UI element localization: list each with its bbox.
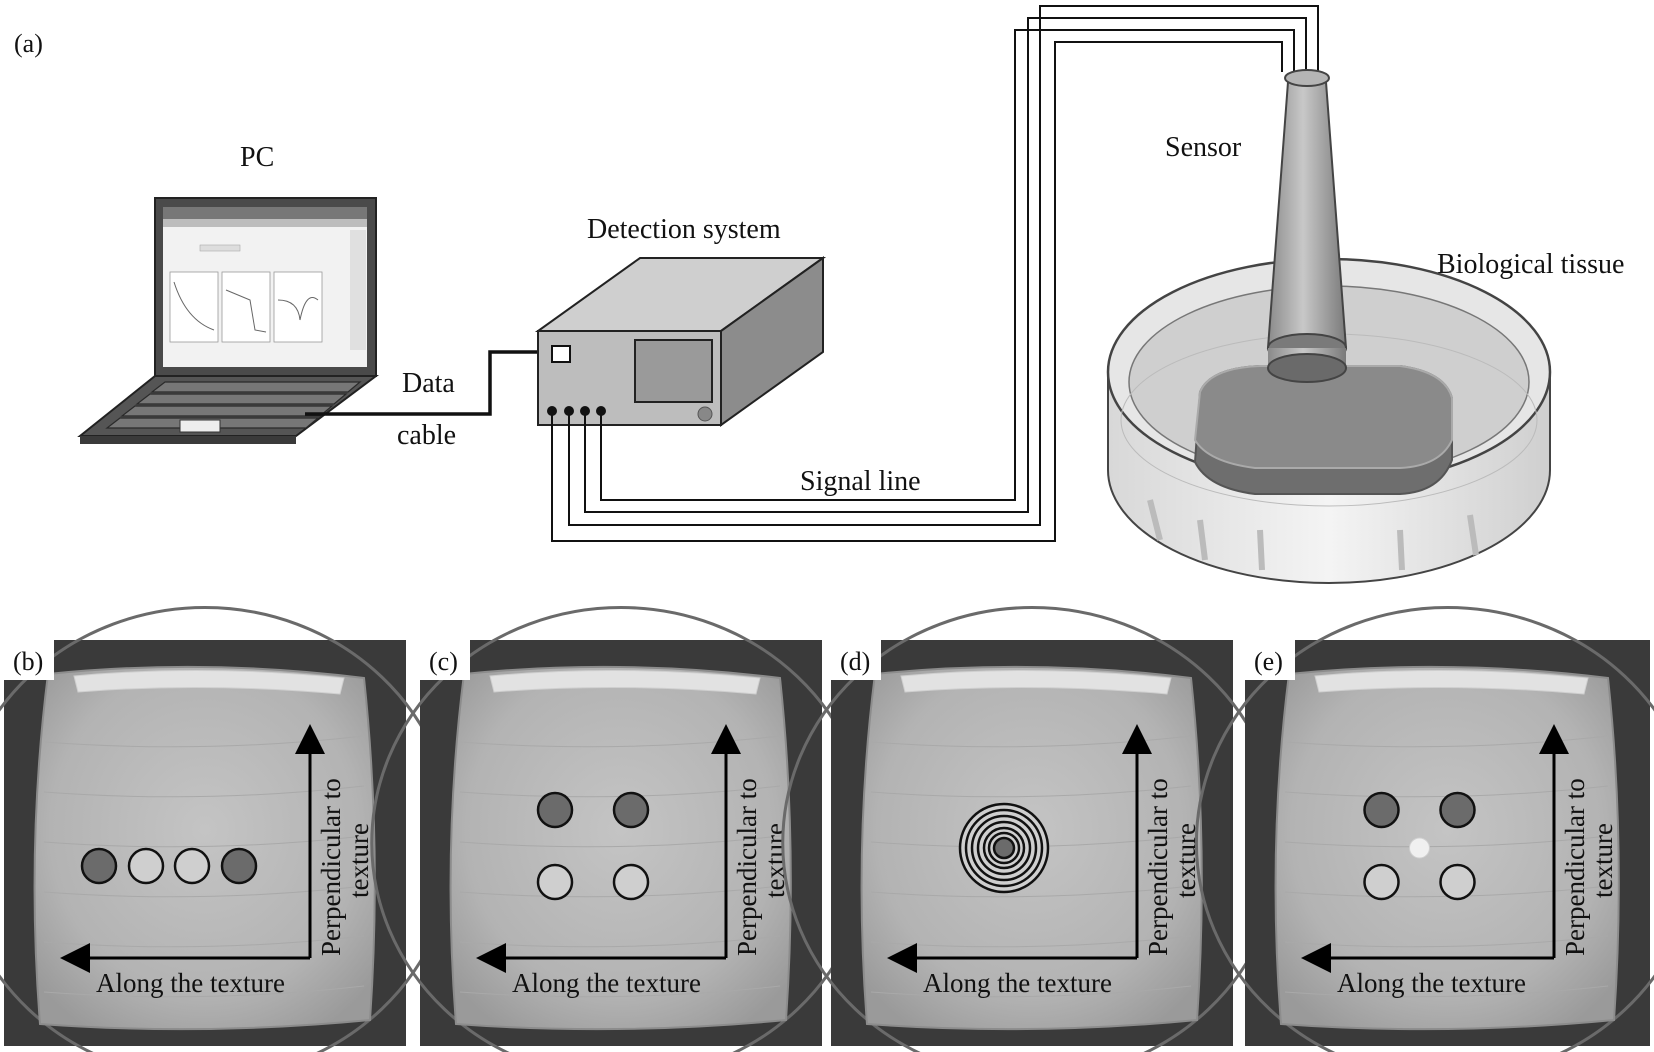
panel-label: (e) bbox=[1254, 647, 1283, 676]
measurement-point bbox=[536, 791, 574, 829]
photo-panel-e: (e) Along the texture Perpendicular totext… bbox=[1194, 606, 1654, 1052]
perpendicular-label-2: texture bbox=[760, 823, 790, 898]
concentric-ring bbox=[970, 814, 1038, 882]
concentric-ring bbox=[987, 831, 1021, 865]
measurement-point bbox=[1363, 791, 1400, 829]
along-texture-label: Along the texture bbox=[923, 968, 1112, 998]
panel-label: (c) bbox=[429, 647, 458, 676]
measurement-point bbox=[1439, 791, 1476, 829]
tissue-sample bbox=[449, 665, 792, 1031]
perpendicular-label-2: texture bbox=[344, 823, 374, 898]
data-cable bbox=[305, 350, 552, 416]
perpendicular-label-2: texture bbox=[1588, 823, 1618, 898]
data-cable-label-2: cable bbox=[397, 420, 456, 451]
data-cable-label-1: Data bbox=[402, 368, 455, 399]
pc-label: PC bbox=[240, 142, 274, 173]
perpendicular-label-1: Perpendicular to bbox=[732, 778, 762, 956]
measurement-point bbox=[127, 847, 165, 885]
sensor-icon bbox=[1266, 69, 1348, 383]
panel-label: (d) bbox=[840, 647, 870, 676]
center-spot bbox=[1409, 837, 1430, 859]
laptop-icon bbox=[77, 197, 379, 444]
along-texture-label: Along the texture bbox=[512, 968, 701, 998]
measurement-point bbox=[173, 847, 211, 885]
detection-system-label: Detection system bbox=[587, 214, 781, 245]
measurement-point bbox=[612, 791, 650, 829]
photo-panel-c: (c) Along the texture Perpendicular totext… bbox=[370, 606, 872, 1052]
signal-lines bbox=[551, 5, 1319, 542]
measurement-point bbox=[536, 863, 574, 901]
measurement-point bbox=[80, 847, 118, 885]
panel-a-label: (a) bbox=[14, 29, 43, 58]
measurement-point bbox=[220, 847, 258, 885]
measurement-point bbox=[1439, 863, 1476, 901]
measurement-point bbox=[612, 863, 650, 901]
perpendicular-label-1: Perpendicular to bbox=[1560, 778, 1590, 956]
measurement-point bbox=[1363, 863, 1400, 901]
sensor-label: Sensor bbox=[1165, 132, 1242, 163]
concentric-ring bbox=[982, 826, 1026, 870]
concentric-ring bbox=[976, 820, 1032, 876]
biological-tissue-label: Biological tissue bbox=[1437, 249, 1624, 280]
tissue-sample bbox=[33, 665, 376, 1031]
perpendicular-label-1: Perpendicular to bbox=[316, 778, 346, 956]
measurement-point bbox=[992, 836, 1016, 860]
concentric-ring bbox=[964, 808, 1044, 888]
panel-label: (b) bbox=[13, 647, 43, 676]
along-texture-label: Along the texture bbox=[96, 968, 285, 998]
photo-panel-b: (b) Along the texture Perpendicular totext… bbox=[0, 606, 456, 1052]
perpendicular-label-1: Perpendicular to bbox=[1143, 778, 1173, 956]
signal-line-label: Signal line bbox=[800, 466, 921, 497]
along-texture-label: Along the texture bbox=[1337, 968, 1526, 998]
detection-system-icon bbox=[534, 256, 827, 427]
tissue-sample bbox=[1274, 665, 1620, 1031]
